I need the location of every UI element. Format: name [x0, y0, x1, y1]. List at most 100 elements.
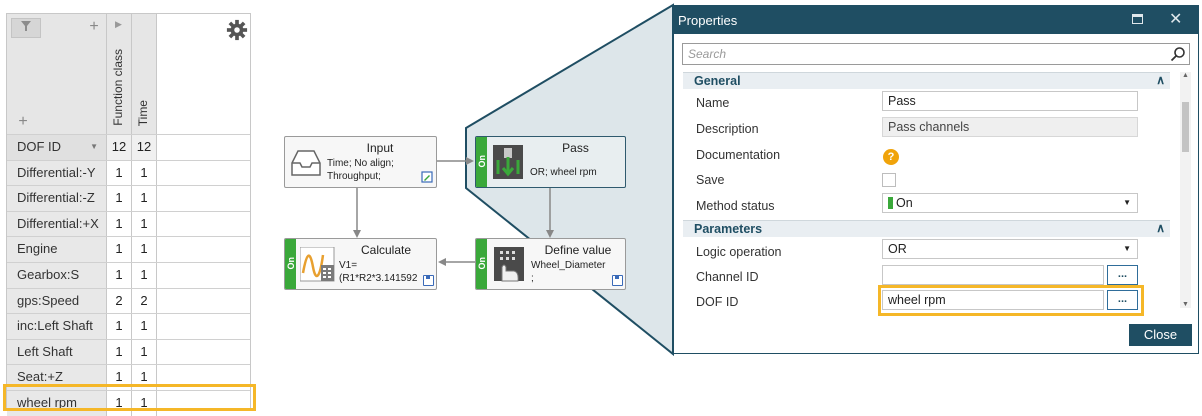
column-header-time[interactable]: Time [132, 14, 157, 134]
save-checkbox[interactable] [882, 173, 896, 187]
logic-operation-select[interactable]: OR ▼ [882, 239, 1138, 259]
chevron-down-icon[interactable]: ▼ [90, 142, 98, 151]
node-pass[interactable]: On Pass OR; wheel rpm [475, 136, 626, 188]
name-field[interactable]: Pass [882, 91, 1138, 111]
cell: 1 [132, 314, 157, 339]
arrowhead [546, 230, 554, 238]
chevron-down-icon[interactable]: ▼ [1123, 198, 1131, 207]
expand-triangle-icon[interactable]: ▶ [115, 19, 122, 29]
method-status-select[interactable]: On ▼ [882, 193, 1138, 213]
cell: 1 [107, 390, 132, 416]
cell: 1 [132, 262, 157, 288]
node-status-strip: On [476, 137, 487, 187]
cell: 2 [132, 288, 157, 314]
row-label: Engine [7, 237, 107, 262]
total-cell: 12 [107, 135, 132, 160]
node-define-value[interactable]: On Define value Wheel_Diameter ; [475, 238, 626, 290]
section-parameters[interactable]: Parameters ∧ [683, 220, 1170, 237]
table-row-header[interactable]: DOF ID ▼ 12 12 [7, 134, 250, 160]
cell: 1 [132, 390, 157, 416]
node-status-strip: On [476, 239, 487, 289]
logic-operation-label: Logic operation [696, 245, 782, 259]
arrowhead [438, 258, 446, 266]
cell: 1 [107, 160, 132, 186]
dof-id-highlight [878, 285, 1144, 316]
arrowhead [353, 230, 361, 238]
dof-id-field[interactable]: wheel rpm [882, 290, 1104, 310]
channel-id-field[interactable] [882, 265, 1104, 285]
cell: 1 [132, 186, 157, 211]
dof-id-label: DOF ID [696, 295, 739, 309]
dof-id-label: DOF ID [17, 139, 62, 154]
chevron-up-icon[interactable]: ∧ [1156, 73, 1165, 87]
pass-icon [493, 145, 523, 179]
add-row-icon[interactable]: + [18, 113, 28, 130]
dof-id-header[interactable]: DOF ID ▼ [7, 135, 107, 160]
search-icon[interactable] [1170, 46, 1186, 62]
add-column-icon[interactable]: + [89, 18, 99, 35]
filter-icon[interactable] [11, 18, 41, 38]
close-icon[interactable]: ✕ [1169, 11, 1183, 28]
node-calculate[interactable]: On Calculate V1= (R1*R2*3.141592 [284, 238, 437, 290]
scroll-down-icon[interactable]: ▼ [1182, 301, 1189, 308]
node-title: Pass [562, 141, 589, 155]
node-subtitle: V1= [339, 260, 358, 271]
scroll-thumb[interactable] [1182, 102, 1189, 152]
description-field[interactable]: Pass channels [882, 117, 1138, 137]
node-subtitle: Throughput; [327, 171, 381, 182]
column-header-function-class[interactable]: ▶ Function class [107, 14, 132, 134]
status-label: On [286, 257, 296, 270]
node-subtitle: ; [531, 273, 534, 284]
properties-dialog: Properties ✕ Search General ∧ Name Pass … [673, 5, 1199, 354]
properties-scrollbar[interactable]: ▲ ▼ [1180, 72, 1191, 308]
node-title: Input [366, 141, 394, 155]
search-placeholder: Search [688, 47, 727, 61]
row-label: Gearbox:S [7, 262, 107, 288]
section-general[interactable]: General ∧ [683, 72, 1170, 89]
cell: 1 [132, 160, 157, 186]
node-input[interactable]: Input Time; No align; Throughput; [284, 136, 437, 188]
node-subtitle: OR; wheel rpm [530, 167, 597, 178]
status-label: On [477, 155, 487, 168]
cell: 1 [107, 339, 132, 365]
keypad-hand-icon [494, 247, 524, 282]
close-button[interactable]: Close [1129, 324, 1192, 346]
cell: 1 [107, 211, 132, 237]
dof-grid: + + ▶ Function class Time DOF [6, 13, 251, 416]
cell: 2 [107, 288, 132, 314]
channel-id-browse-button[interactable]: ... [1107, 265, 1138, 285]
edit-icon[interactable] [421, 171, 433, 183]
chevron-up-icon[interactable]: ∧ [1156, 221, 1165, 235]
row-label: Differential:-Z [7, 186, 107, 211]
maximize-icon[interactable] [1132, 14, 1143, 24]
row-label: gps:Speed [7, 288, 107, 314]
row-label: wheel rpm [7, 390, 107, 416]
inbox-icon [291, 150, 321, 176]
gear-icon[interactable] [226, 19, 248, 41]
dialog-titlebar[interactable]: Properties ✕ [674, 6, 1198, 34]
channel-id-label: Channel ID [696, 270, 759, 284]
search-input[interactable]: Search [682, 43, 1190, 65]
save-icon[interactable] [612, 275, 623, 286]
save-icon[interactable] [423, 275, 434, 286]
chevron-down-icon[interactable]: ▼ [1123, 244, 1131, 253]
node-subtitle: (R1*R2*3.141592 [339, 273, 418, 284]
status-label: On [477, 257, 487, 270]
dof-id-browse-button[interactable]: ... [1107, 290, 1138, 310]
cell: 1 [132, 365, 157, 390]
scroll-up-icon[interactable]: ▲ [1182, 72, 1189, 79]
row-label: Differential:+X [7, 211, 107, 237]
cell: 1 [132, 339, 157, 365]
save-label: Save [696, 173, 725, 187]
help-icon[interactable]: ? [883, 149, 899, 165]
logic-operation-value: OR [888, 242, 907, 256]
